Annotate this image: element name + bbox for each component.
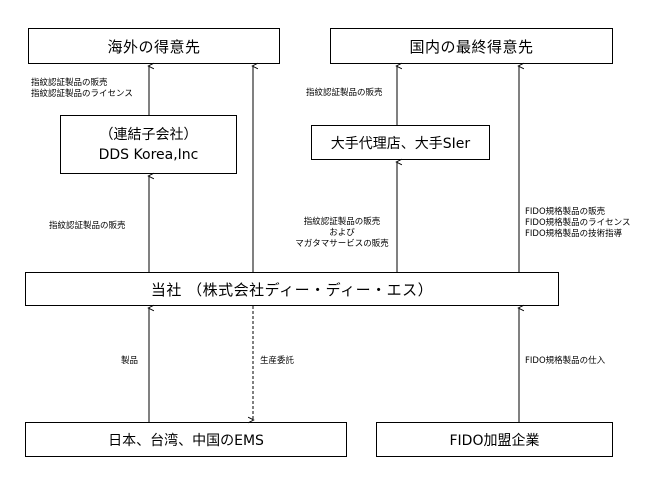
fido-label: FIDO加盟企業 — [449, 432, 540, 449]
subsidiary-label-line2: DDS Korea,Inc — [98, 146, 199, 163]
domestic-customers-label: 国内の最終得意先 — [409, 37, 534, 56]
label-subsidiary-sales: 指紋認証製品の販売 — [49, 221, 126, 232]
label-agency-sales: 指紋認証製品の販売 および マガタマサービスの販売 — [290, 217, 394, 250]
agency-box: 大手代理店、大手SIer — [311, 125, 490, 160]
label-subsidiary-sales-text: 指紋認証製品の販売 — [49, 221, 126, 231]
label-overseas-sales: 指紋認証製品の販売 指紋認証製品のライセンス — [31, 78, 133, 100]
company-label: 当社 （株式会社ディー・ディー・エス） — [150, 280, 434, 299]
company-box: 当社 （株式会社ディー・ディー・エス） — [25, 272, 559, 306]
fido-box: FIDO加盟企業 — [376, 422, 613, 457]
label-outsourcing: 生産委託 — [260, 356, 294, 367]
label-agency-sales-line3: マガタマサービスの販売 — [295, 239, 389, 249]
label-fido-sales-line3: FIDO規格製品の技術指導 — [525, 229, 623, 239]
ems-box: 日本、台湾、中国のEMS — [25, 422, 347, 457]
label-agency-sales-line2: および — [329, 228, 355, 238]
label-agency-sales-line1: 指紋認証製品の販売 — [303, 217, 381, 227]
label-fido-sales: FIDO規格製品の販売 FIDO規格製品のライセンス FIDO規格製品の技術指導 — [525, 207, 630, 240]
label-outsourcing-text: 生産委託 — [260, 356, 295, 366]
label-domestic-sales: 指紋認証製品の販売 — [306, 88, 383, 99]
overseas-customers-label: 海外の得意先 — [107, 37, 201, 56]
label-fido-sales-line2: FIDO規格製品のライセンス — [525, 218, 631, 228]
subsidiary-label-line1: （連結子会社） — [99, 126, 198, 143]
label-overseas-sales-line2: 指紋認証製品のライセンス — [31, 89, 133, 99]
label-overseas-sales-line1: 指紋認証製品の販売 — [31, 78, 108, 88]
agency-label: 大手代理店、大手SIer — [330, 135, 471, 152]
label-products: 製品 — [121, 356, 138, 367]
label-domestic-sales-text: 指紋認証製品の販売 — [306, 88, 383, 98]
domestic-customers-box: 国内の最終得意先 — [330, 28, 613, 64]
label-products-text: 製品 — [121, 356, 139, 366]
ems-label: 日本、台湾、中国のEMS — [108, 432, 264, 449]
overseas-customers-box: 海外の得意先 — [28, 28, 280, 64]
label-fido-purchase-text: FIDO規格製品の仕入 — [525, 356, 606, 366]
label-fido-sales-line1: FIDO規格製品の販売 — [525, 207, 606, 217]
label-fido-purchase: FIDO規格製品の仕入 — [525, 356, 605, 367]
subsidiary-box: （連結子会社） DDS Korea,Inc — [60, 115, 237, 174]
